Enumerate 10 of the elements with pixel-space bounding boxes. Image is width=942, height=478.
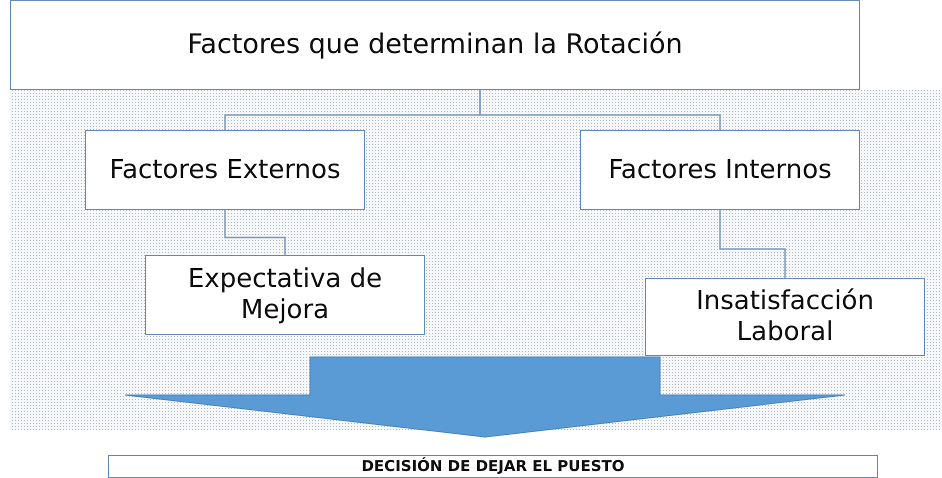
factor-box: Expectativa de Mejora	[145, 255, 425, 335]
factor-box: Insatisfacción Laboral	[645, 278, 925, 356]
title-box: Factores que determinan la Rotación	[10, 0, 860, 90]
factor-box: Factores Externos	[85, 130, 365, 210]
decision-box: DECISIÓN DE DEJAR EL PUESTO	[108, 455, 878, 478]
connector-line	[224, 210, 286, 255]
connector-line	[719, 210, 786, 278]
connector-line	[479, 90, 721, 130]
block-arrow	[124, 356, 846, 438]
factor-box: Factores Internos	[580, 130, 860, 210]
